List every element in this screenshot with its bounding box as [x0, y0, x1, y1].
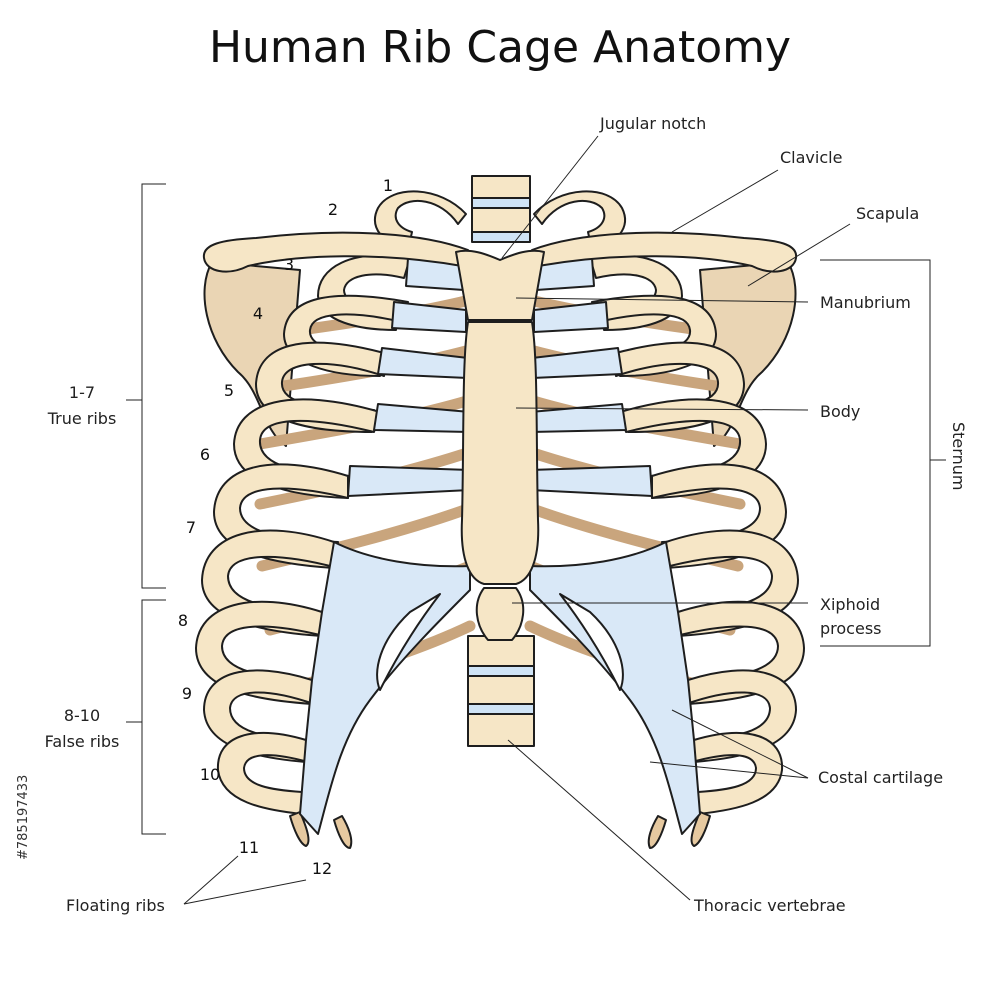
- label-jugular-notch: Jugular notch: [599, 114, 706, 133]
- label-manubrium: Manubrium: [820, 293, 911, 312]
- label-body: Body: [820, 402, 860, 421]
- rib-cage-illustration: [195, 175, 805, 849]
- rib-number-1: 1: [383, 176, 393, 195]
- front-ribs-right: [589, 254, 805, 815]
- label-floating-ribs: Floating ribs: [66, 896, 165, 915]
- vertebra: [471, 175, 531, 199]
- rib-number-6: 6: [200, 445, 210, 464]
- rib-number-5: 5: [224, 381, 234, 400]
- costal-margin-right: [529, 541, 701, 835]
- rib-number-3: 3: [284, 255, 294, 274]
- rib-number-9: 9: [182, 684, 192, 703]
- sternum-xiphoid: [475, 587, 525, 641]
- label-false-ribs: False ribs: [45, 732, 120, 751]
- label-xiphoid-line2: process: [820, 619, 881, 638]
- vertebra: [467, 713, 535, 747]
- rib-11-left: [289, 811, 310, 847]
- costal-gap-left: [376, 593, 441, 691]
- rib-12-right: [647, 815, 667, 849]
- rib-number-11: 11: [239, 838, 259, 857]
- rib-number-12: 12: [312, 859, 332, 878]
- label-false-ribs-range: 8-10: [64, 706, 100, 725]
- label-costal-cartilage: Costal cartilage: [818, 768, 943, 787]
- intervertebral-disc: [471, 197, 531, 209]
- intervertebral-disc: [467, 665, 535, 677]
- label-clavicle: Clavicle: [780, 148, 842, 167]
- leader-lines: [126, 135, 946, 905]
- rib-10-left: [216, 732, 309, 815]
- rib-number-4: 4: [253, 304, 263, 323]
- intervertebral-disc: [471, 231, 531, 243]
- label-xiphoid-line1: Xiphoid: [820, 595, 880, 614]
- labels: Jugular notch Clavicle Scapula Manubrium…: [45, 114, 968, 915]
- rib-number-8: 8: [178, 611, 188, 630]
- label-sternum: Sternum: [949, 422, 968, 490]
- rib-number-10: 10: [200, 765, 220, 784]
- intervertebral-disc: [467, 703, 535, 715]
- sternum-body: [460, 321, 540, 585]
- sternum-manubrium: [455, 249, 545, 321]
- clavicle-left: [202, 231, 469, 273]
- rib-11-right: [690, 811, 711, 847]
- watermark-id: #785197433: [16, 775, 31, 860]
- clavicle-right: [531, 231, 798, 273]
- label-true-ribs-range: 1-7: [69, 383, 95, 402]
- vertebra: [471, 207, 531, 233]
- diagram-title: Human Rib Cage Anatomy: [209, 22, 791, 73]
- label-scapula: Scapula: [856, 204, 919, 223]
- rib-12-left: [333, 815, 353, 849]
- label-true-ribs: True ribs: [47, 409, 117, 428]
- vertebra: [467, 675, 535, 705]
- costal-margin-left: [299, 541, 471, 835]
- rib-number-2: 2: [328, 200, 338, 219]
- rib-10-right: [691, 732, 784, 815]
- label-thoracic-vertebrae: Thoracic vertebrae: [693, 896, 846, 915]
- rib-numbers: 1 2 3 4 5 6 7 8 9 10 11 12: [178, 176, 393, 878]
- costal-gap-right: [559, 593, 624, 691]
- rib-number-7: 7: [186, 518, 196, 537]
